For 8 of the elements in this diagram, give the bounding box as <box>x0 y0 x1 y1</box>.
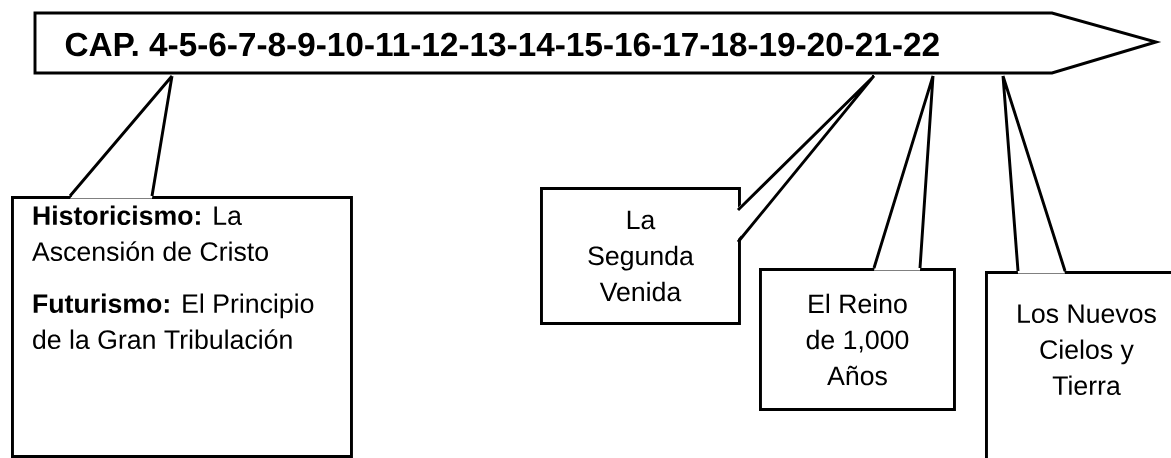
callout-tail <box>68 74 174 199</box>
callout-box: La Segunda Venida <box>540 187 741 325</box>
callout-tail <box>735 74 876 244</box>
callout-tail <box>872 74 935 271</box>
callout-box: El Reino de 1,000 Años <box>759 268 956 411</box>
callout-tail <box>1001 74 1067 274</box>
callout-box: Historicismo: La Ascensión de Cristo Futurismo: El Principio de la Gran Tribulación <box>11 196 353 458</box>
callout-box: Los Nuevos Cielos y Tierra <box>985 271 1171 458</box>
